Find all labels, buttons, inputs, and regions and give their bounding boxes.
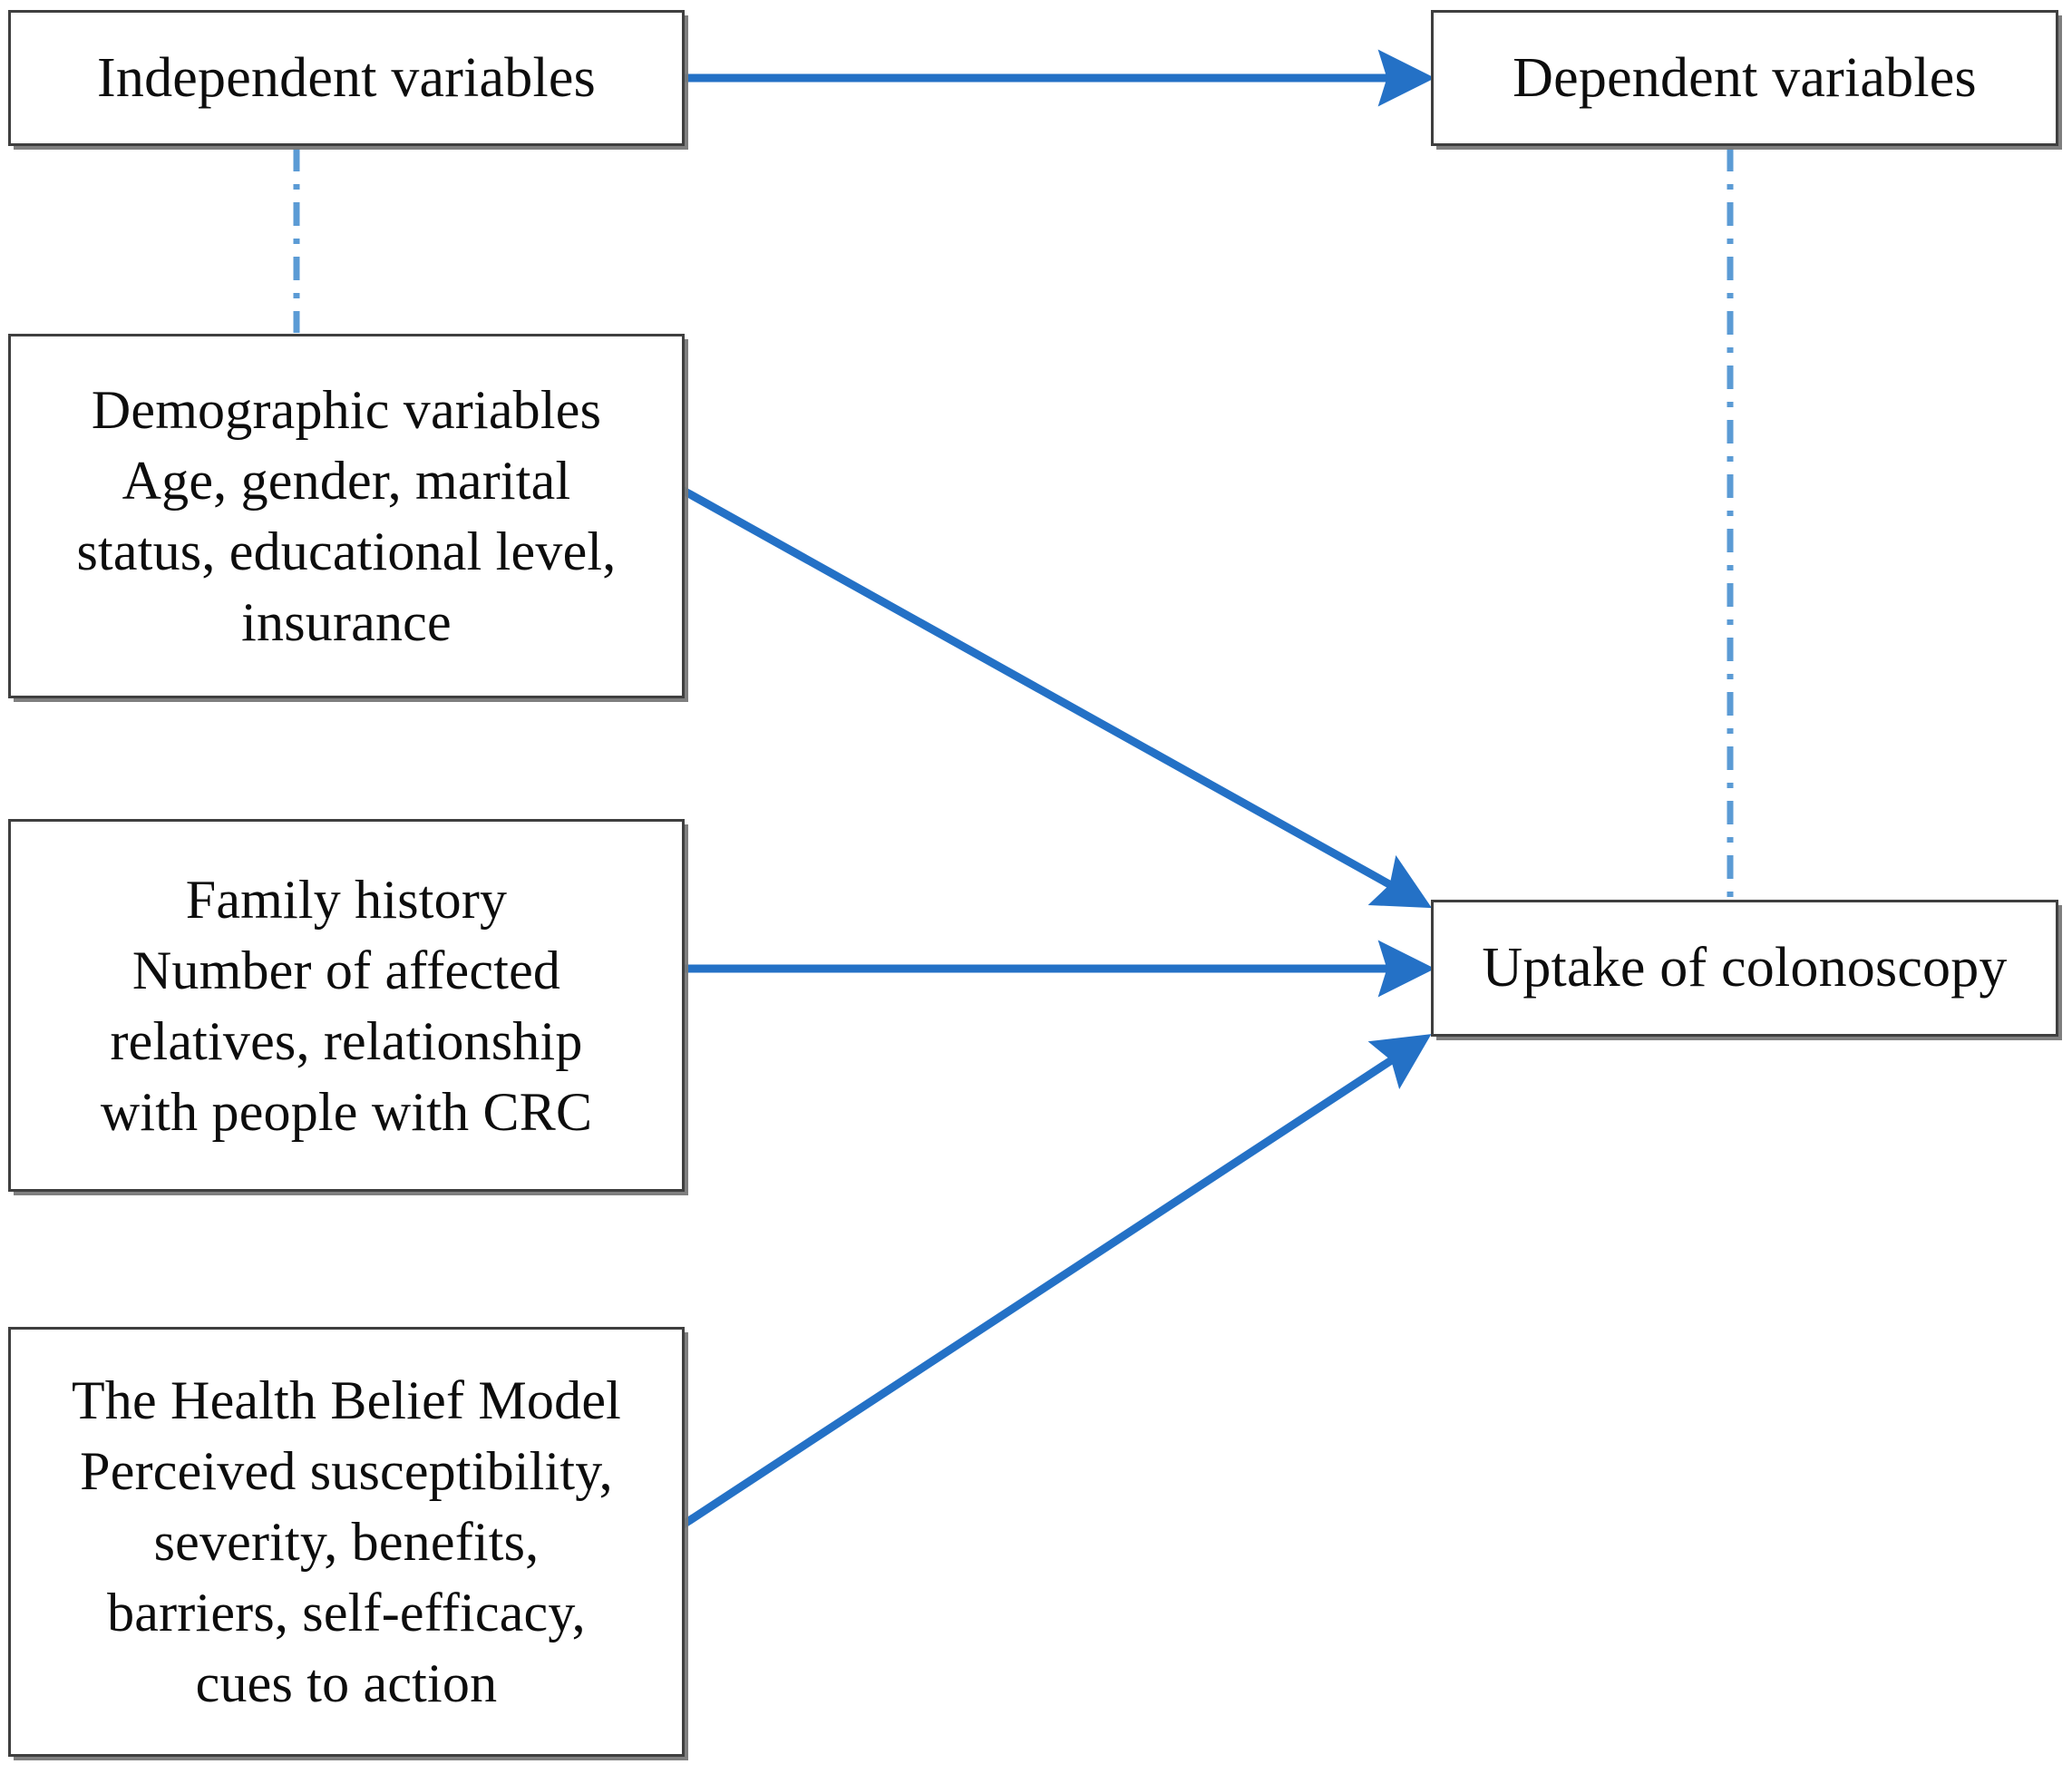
- node-family-history-label: Family history Number of affected relati…: [100, 869, 593, 1142]
- node-dependent-variables[interactable]: Dependent variables: [1431, 10, 2058, 146]
- node-independent-variables[interactable]: Independent variables: [8, 10, 685, 146]
- node-demographic-variables[interactable]: Demographic variables Age, gender, marit…: [8, 334, 685, 698]
- node-independent-variables-label: Independent variables: [97, 46, 596, 109]
- edge-hbm-to-uptake: [679, 1034, 1432, 1529]
- node-family-history[interactable]: Family history Number of affected relati…: [8, 819, 685, 1192]
- node-dependent-variables-label: Dependent variables: [1513, 46, 1977, 109]
- node-demographic-variables-label: Demographic variables Age, gender, marit…: [76, 380, 617, 652]
- node-health-belief-model[interactable]: The Health Belief Model Perceived suscep…: [8, 1327, 685, 1757]
- node-uptake-of-colonoscopy-label: Uptake of colonoscopy: [1482, 937, 2008, 999]
- node-health-belief-model-label: The Health Belief Model Perceived suscep…: [71, 1370, 622, 1713]
- node-uptake-of-colonoscopy[interactable]: Uptake of colonoscopy: [1431, 900, 2058, 1037]
- edge-demographic-to-uptake: [679, 486, 1433, 909]
